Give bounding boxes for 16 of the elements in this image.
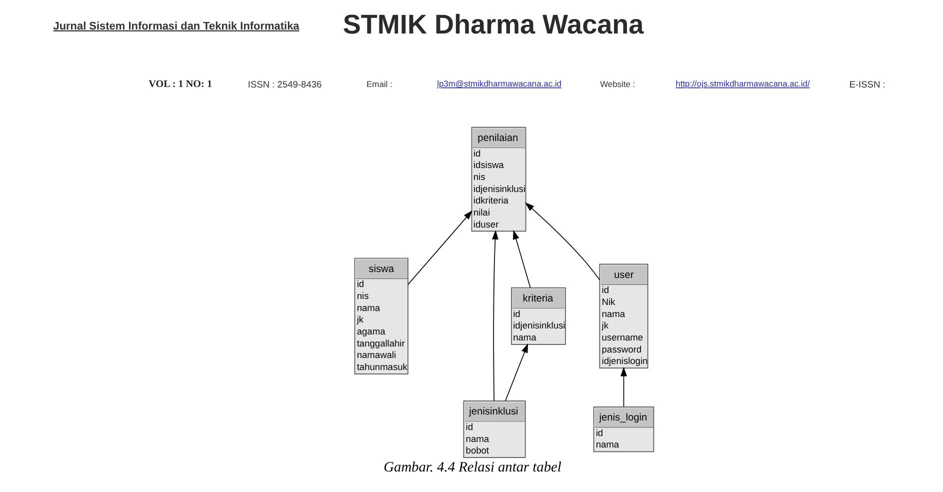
label: VOL : 1 NO: 1 — [148, 78, 212, 90]
arrow — [620, 366, 627, 408]
label: ISSN : 2549-8436 — [248, 79, 322, 90]
label: Email : — [366, 79, 392, 90]
label: Website : — [600, 79, 636, 90]
label: http://ojs.stmikdharmawacana.ac.id/ — [676, 78, 810, 88]
label: STMIK Dharma Wacana — [342, 9, 644, 40]
arrow — [492, 230, 498, 402]
caption: Gambar. 4.4 Relasi antar tabel — [384, 460, 562, 476]
label: Jurnal Sistem Informasi dan Teknik Informatika — [53, 20, 300, 32]
arrow — [512, 230, 531, 288]
label: lp3m@stmikdharmawacana.ac.id — [437, 78, 562, 88]
arrow — [408, 210, 472, 286]
arrow — [525, 202, 600, 280]
label: E-ISSN : — [849, 79, 886, 90]
arrow — [504, 343, 528, 402]
